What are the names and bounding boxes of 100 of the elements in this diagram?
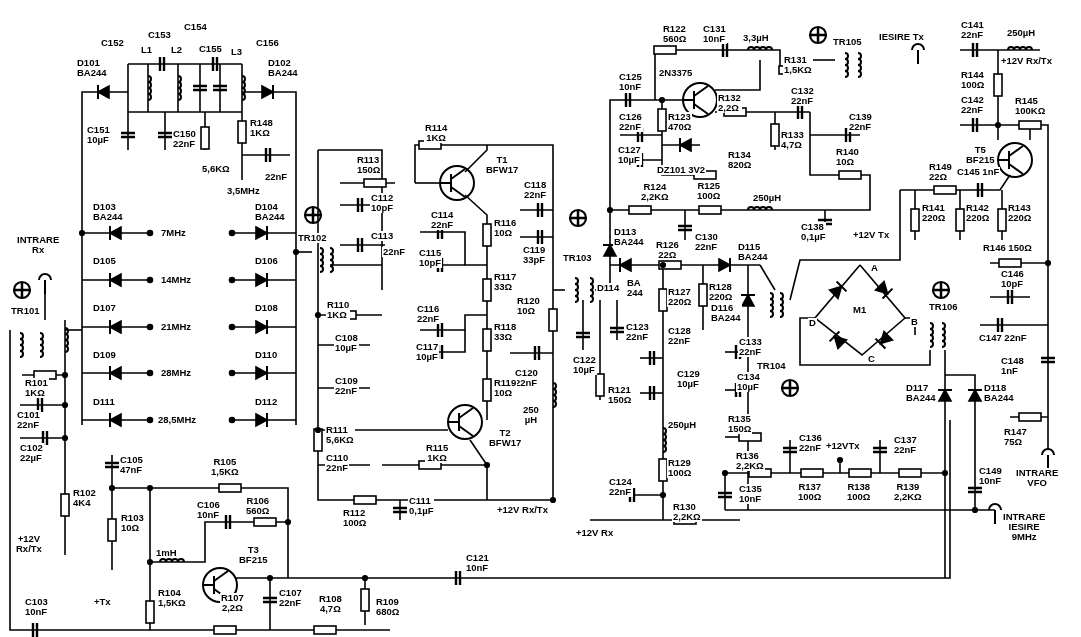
component-label: C117 10µF [415, 342, 440, 362]
component-label: 28MHz [160, 368, 193, 378]
component-label: C107 22nF [278, 588, 303, 608]
component-label: +12V Tx [852, 230, 891, 240]
component-label: C128 22nF [667, 326, 692, 346]
component-label: C124 22nF [608, 477, 633, 497]
component-label: C156 [255, 38, 280, 48]
component-label: R147 75Ω [1003, 427, 1028, 447]
component-label: TR105 [832, 37, 863, 47]
component-label: C [867, 354, 876, 364]
component-label: D109 [92, 350, 117, 360]
component-label: B [910, 317, 919, 327]
component-label: R102 4K4 [72, 488, 97, 508]
component-label: L2 [170, 45, 184, 55]
component-label: D116 BA244 [710, 303, 742, 323]
component-label: C149 10nF [978, 466, 1003, 486]
component-label: R117 33Ω [493, 272, 518, 292]
component-label: C111 0,1µF [408, 496, 435, 516]
component-label: C133 22nF [738, 337, 763, 357]
component-label: +12V Rx/Tx [1000, 56, 1053, 66]
component-label: 28,5MHz [157, 415, 197, 425]
component-label: M1 [852, 305, 868, 315]
component-label: INTRARE IESIRE 9MHz [1002, 512, 1047, 542]
component-label: C135 10nF [738, 484, 763, 504]
component-label: R138 100Ω [846, 482, 872, 502]
component-label: R132 2,2Ω [717, 93, 742, 113]
component-label: TR101 [10, 306, 41, 316]
component-label: R127 220Ω [667, 287, 693, 307]
component-label: C109 22nF [334, 376, 359, 396]
component-label: C105 47nF [119, 455, 144, 475]
component-label: +12V Rx [575, 528, 615, 538]
component-label: +12V Rx/Tx [15, 534, 43, 554]
component-label: L1 [140, 45, 154, 55]
component-label: D101 BA244 [76, 58, 108, 78]
component-label: D106 [254, 256, 279, 266]
component-label: 250µH [752, 193, 783, 203]
component-label: +12V Rx/Tx [496, 505, 549, 515]
component-label: C106 10nF [196, 500, 221, 520]
component-label: T3 BF215 [238, 545, 269, 565]
component-label: R137 100Ω [797, 482, 823, 502]
component-label: R116 10Ω [493, 218, 518, 238]
component-label: C101 22nF [16, 410, 41, 430]
component-label: C112 10pF [370, 193, 395, 213]
component-label: R143 220Ω [1007, 203, 1033, 223]
component-label: R113 150Ω [356, 155, 382, 175]
component-label: R135 150Ω [727, 414, 753, 434]
component-label: C141 22nF [960, 20, 985, 40]
component-label: D117 BA244 [905, 383, 937, 403]
component-label: C152 [100, 38, 125, 48]
component-label: A [870, 263, 879, 273]
component-label: C116 22nF [416, 304, 441, 324]
component-label: R145 100KΩ [1014, 96, 1047, 116]
component-label: R129 100Ω [667, 458, 693, 478]
component-label: R106 560Ω [245, 496, 271, 516]
component-label: C147 22nF [978, 333, 1028, 343]
component-label: R124 2,2KΩ [640, 182, 670, 202]
component-label: R112 100Ω [342, 508, 368, 528]
component-label: D102 BA244 [267, 58, 299, 78]
component-label: C123 22nF [625, 322, 650, 342]
component-label: C138 0,1µF [800, 222, 827, 242]
component-label: R114 1KΩ [424, 123, 449, 143]
component-label: +Tx [93, 597, 112, 607]
component-label: R101 1KΩ [24, 378, 49, 398]
component-label: INTRARE Rx [16, 235, 61, 255]
component-label: R149 22Ω [928, 162, 953, 182]
component-label: C110 22nF [325, 453, 350, 473]
component-label: R140 10Ω [835, 147, 860, 167]
component-label: C134 10µF [736, 372, 761, 392]
component-label: D118 BA244 [983, 383, 1015, 403]
component-label: R139 2,2KΩ [893, 482, 923, 502]
component-label: R110 1KΩ [326, 300, 351, 320]
component-label: 3,5MHz [226, 186, 261, 196]
component-label: R122 560Ω [662, 24, 688, 44]
component-label: 22nF [382, 247, 407, 257]
component-label: R105 1,5KΩ [210, 457, 240, 477]
component-label: 22nF [264, 172, 289, 182]
component-label: 250µH [1006, 28, 1037, 38]
component-label: C142 22nF [960, 95, 985, 115]
component-label: C103 10nF [24, 597, 49, 617]
component-label: C132 22nF [790, 86, 815, 106]
component-label: 3,3µH [742, 33, 770, 43]
component-label: D112 [254, 397, 279, 407]
component-label: R134 820Ω [727, 150, 753, 170]
component-label: R131 1,5KΩ [783, 55, 813, 75]
component-label: R148 1KΩ [249, 118, 274, 138]
component-label: D105 [92, 256, 117, 266]
component-label: C113 [370, 231, 395, 241]
component-label: R115 1KΩ [425, 443, 450, 463]
component-label: TR103 [562, 253, 593, 263]
component-label: 250µH [667, 420, 698, 430]
component-label: R144 100Ω [960, 70, 986, 90]
component-label: R146 150Ω [982, 243, 1033, 253]
component-label: L3 [230, 47, 244, 57]
component-label: C129 10µF [676, 369, 701, 389]
component-label: D107 [92, 303, 117, 313]
component-label: C150 22nF [172, 129, 197, 149]
component-label: D114 [596, 283, 621, 293]
component-label: C145 1nF [956, 167, 1001, 177]
component-label: R120 10Ω [516, 296, 541, 316]
component-label: C151 10µF [86, 125, 111, 145]
